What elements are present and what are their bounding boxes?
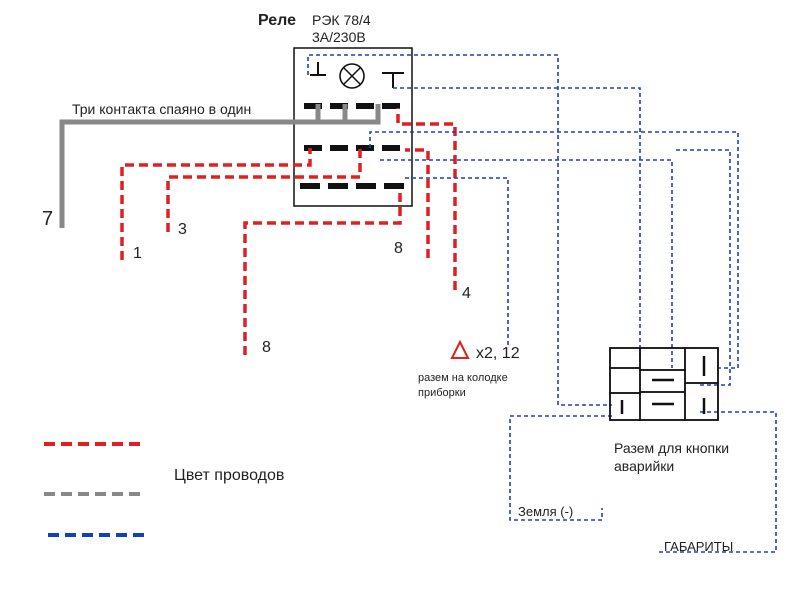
relay-body [293, 47, 413, 207]
legend [44, 442, 144, 537]
legend-title: Цвет проводов [174, 467, 284, 484]
lamp-icon [339, 63, 365, 89]
red-wire-pin3 [166, 148, 362, 232]
hazard-connector [609, 347, 719, 421]
gray-wire [59, 104, 381, 228]
pin-8-right-label: 8 [394, 240, 403, 257]
gabarity-label: ГАБАРИТЫ [664, 539, 733, 554]
pin-8-bottom-label: 8 [262, 339, 271, 356]
blue-wire-top-a [307, 54, 612, 406]
hazard-connector-line1: Разем для кнопки [614, 440, 729, 456]
blue-wires [307, 54, 777, 553]
relay-rating: 3А/230В [312, 29, 366, 45]
hazard-triangle-icon [450, 339, 470, 359]
pin-7-label: 7 [42, 208, 53, 230]
pin-1-label: 1 [133, 245, 142, 262]
red-wires [120, 108, 457, 355]
hazard-connector-line2: аварийки [614, 458, 674, 474]
relay-model: РЭК 78/4 [312, 12, 371, 28]
instrument-connector-line1: разем на колодке [418, 372, 508, 384]
relay [293, 47, 413, 207]
blue-wire-mid [380, 159, 673, 368]
ground-label: Земля (-) [518, 504, 573, 519]
red-wire-pin8-bottom [243, 188, 402, 355]
red-wire-pin8-right [405, 148, 430, 258]
pin-3-label: 3 [178, 221, 187, 238]
pin-4-label: 4 [462, 285, 471, 302]
instrument-connector-count: x2, 12 [476, 345, 520, 362]
relay-title: Реле [258, 12, 296, 29]
hazard-connector-body [609, 347, 719, 421]
instrument-connector-line2: приборки [418, 387, 466, 399]
red-wire-pin1 [120, 148, 312, 260]
blue-wire-ground [509, 415, 612, 521]
blue-wire-right [369, 131, 739, 369]
red-wire-pin4 [396, 108, 457, 290]
soldered-note: Три контакта спаяно в один [72, 101, 251, 117]
blue-wire-right-2 [675, 149, 731, 386]
blue-wire-top-b [393, 87, 641, 360]
blue-wire-gabarity [658, 411, 777, 553]
